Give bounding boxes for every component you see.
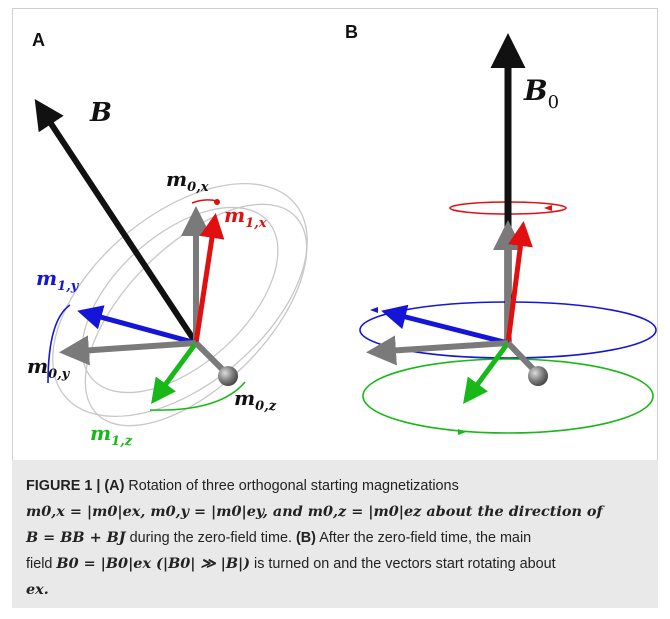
panel-b-label: B bbox=[345, 22, 358, 42]
label-m1x: m1,x bbox=[224, 203, 267, 231]
caption-text-3: during the zero-field time. bbox=[125, 530, 296, 546]
b-m0z-ball bbox=[528, 366, 548, 386]
label-m1z: m1,z bbox=[90, 421, 133, 449]
vector-b-m0z bbox=[505, 340, 539, 375]
figure-caption: FIGURE 1 | (A) Rotation of three orthogo… bbox=[26, 474, 644, 603]
figure-caption-box: FIGURE 1 | (A) Rotation of three orthogo… bbox=[12, 460, 658, 608]
figure-drawing: B m0,x m1,x m1,y m0,y m0,z m1,z B0 bbox=[27, 33, 657, 449]
caption-text-3c: After the zero-field time, the main bbox=[315, 530, 532, 546]
m1x-tip-dot bbox=[214, 199, 220, 205]
caption-formula-b0: B0 = |B0|ex (|B0| ≫ |B|) bbox=[56, 555, 251, 572]
vector-b-m1z bbox=[463, 341, 511, 405]
label-B0: B0 bbox=[523, 74, 559, 113]
panel-a-label: A bbox=[32, 30, 45, 50]
label-m1y: m1,y bbox=[36, 266, 80, 294]
label-m0z: m0,z bbox=[234, 386, 277, 414]
caption-label-b: (B) bbox=[296, 530, 316, 546]
orbit-ellipse-green bbox=[362, 358, 654, 434]
label-m0y: m0,y bbox=[27, 354, 71, 382]
caption-text-1: Rotation of three orthogonal starting ma… bbox=[124, 478, 459, 494]
orbit-marker-red bbox=[544, 205, 552, 211]
m0z-ball bbox=[218, 366, 238, 386]
vector-b-m0y bbox=[366, 335, 509, 366]
vector-m1z bbox=[151, 341, 199, 405]
panel-b: B0 bbox=[359, 33, 657, 435]
vector-m0y bbox=[59, 335, 197, 366]
vector-b-m1x bbox=[505, 221, 533, 344]
vector-b-m1y bbox=[381, 304, 509, 346]
panel-a: B m0,x m1,x m1,y m0,y m0,z m1,z bbox=[27, 98, 308, 449]
orbit-arc-m1y bbox=[47, 304, 71, 384]
caption-formula-b: B = BB + BJ bbox=[26, 529, 126, 546]
vector-m1y bbox=[77, 305, 197, 346]
orbit-arc-m1x bbox=[191, 199, 218, 204]
orbit-arc-m1z bbox=[149, 381, 246, 411]
label-m0x: m0,x bbox=[166, 167, 209, 195]
caption-text-4c: is turned on and the vectors start rotat… bbox=[250, 556, 556, 572]
vector-m0z bbox=[193, 340, 229, 376]
caption-line-5: ex. bbox=[26, 581, 49, 598]
orbit-marker-blue bbox=[370, 307, 378, 313]
caption-label-a: FIGURE 1 | (A) bbox=[26, 478, 125, 494]
vector-B bbox=[34, 98, 199, 345]
caption-line-2: m0,x = |m0|ex, m0,y = |m0|ey, and m0,z =… bbox=[26, 503, 603, 520]
orbit-marker-green bbox=[458, 429, 466, 435]
vector-m1x bbox=[193, 213, 225, 344]
label-B: B bbox=[89, 98, 112, 128]
caption-text-4a: field bbox=[26, 556, 57, 572]
orbit-ellipse-x bbox=[81, 206, 279, 394]
